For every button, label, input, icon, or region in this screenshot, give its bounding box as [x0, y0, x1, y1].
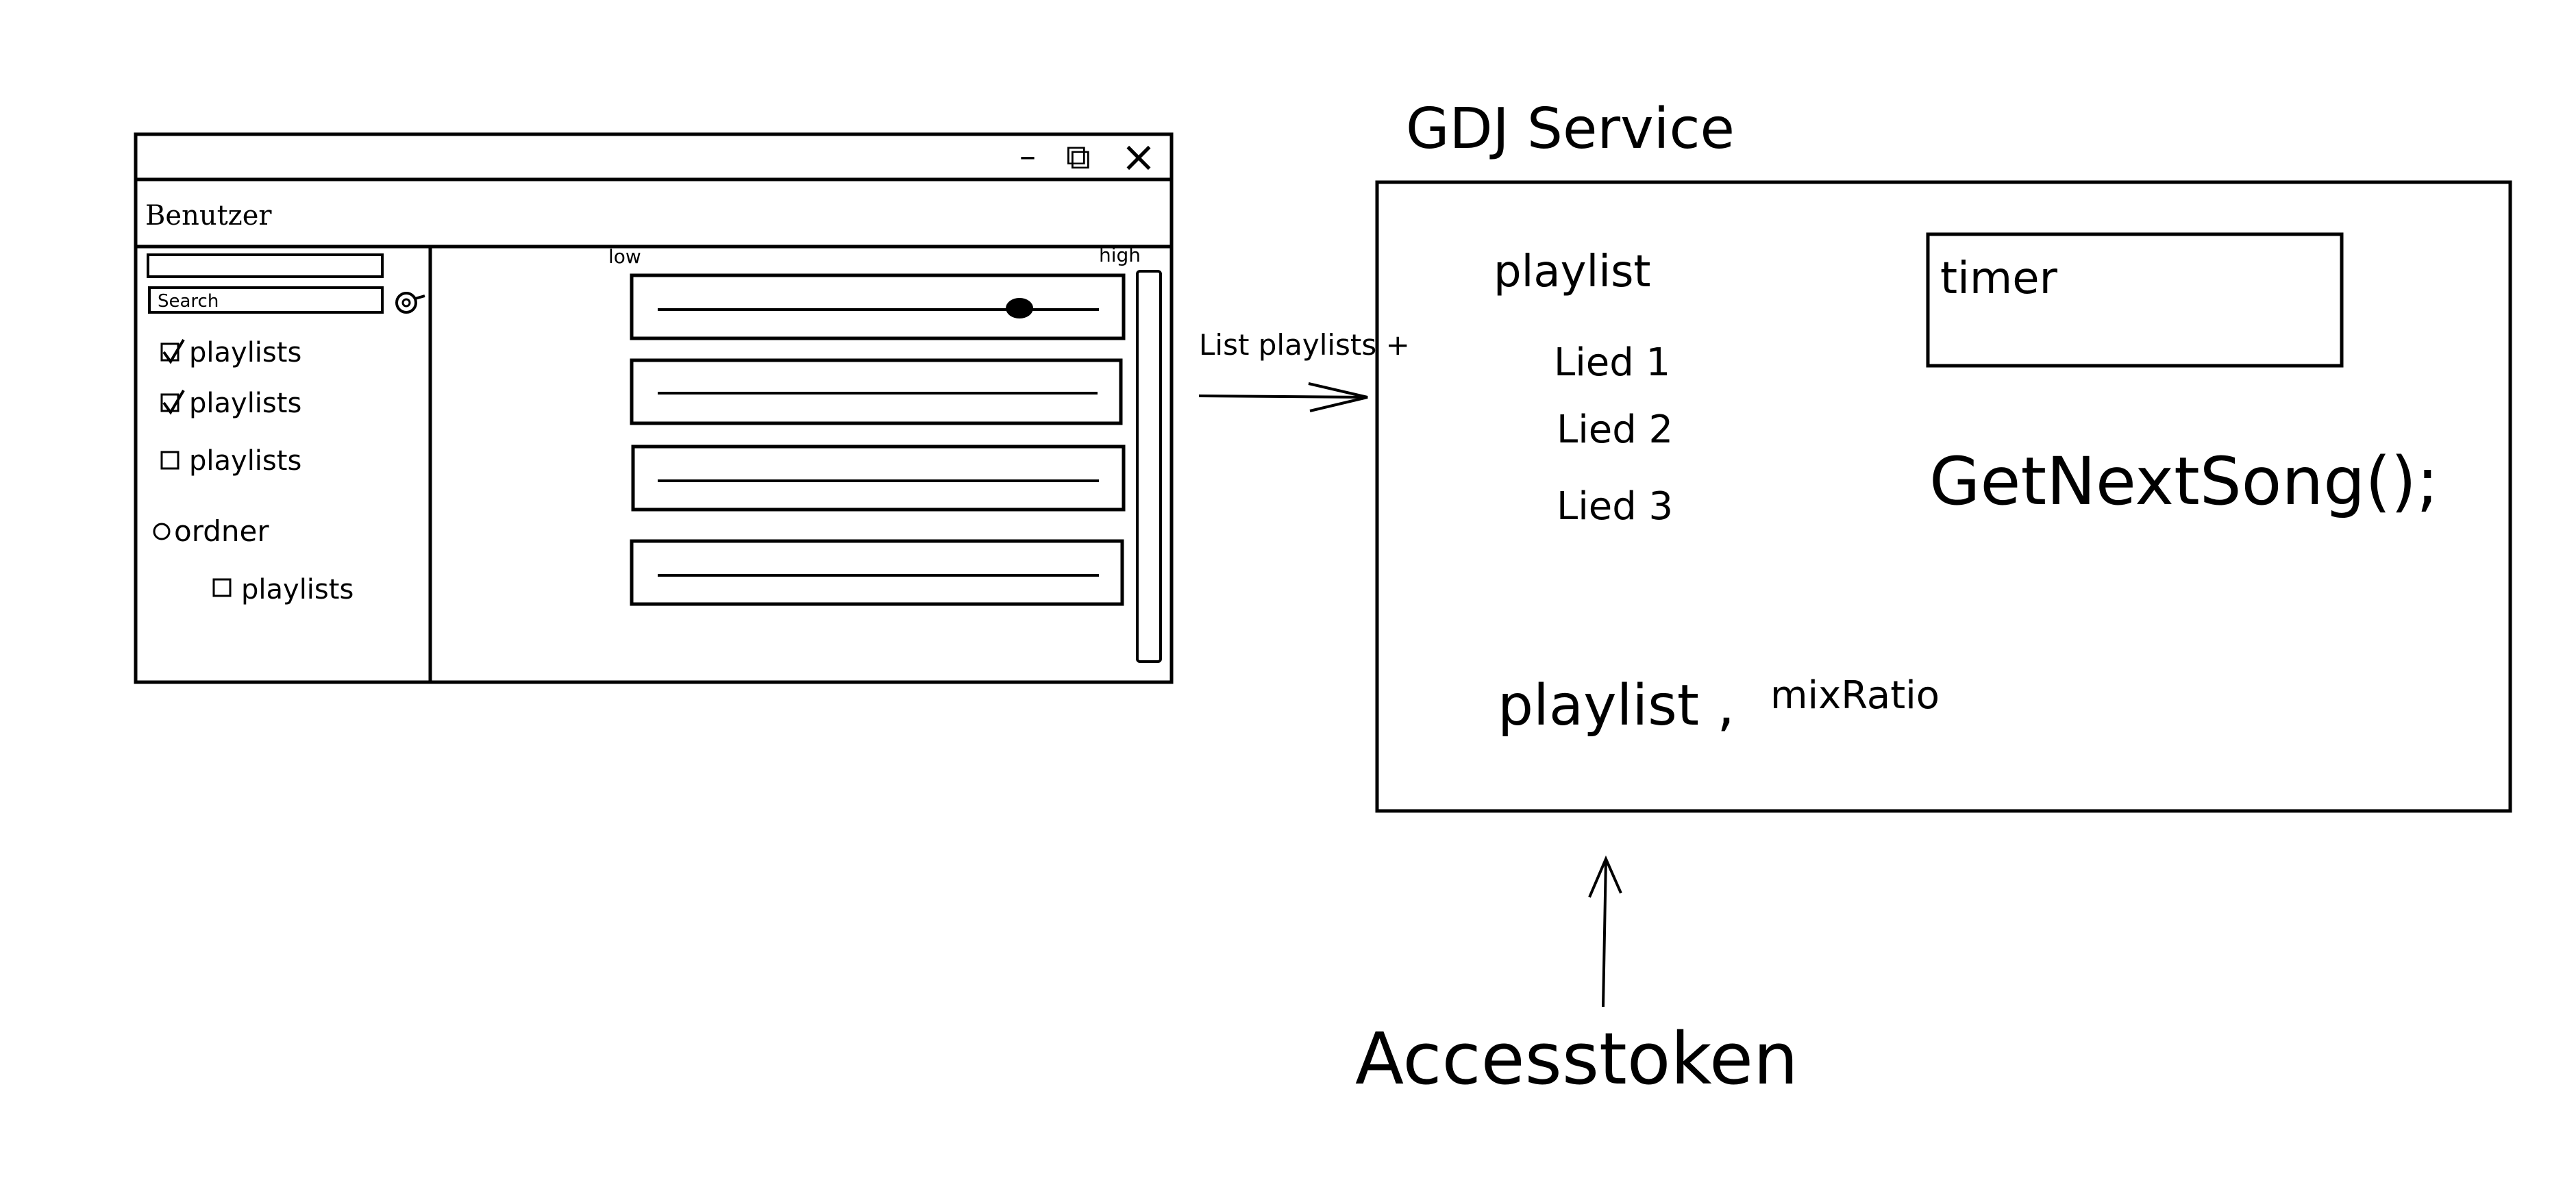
sidebar-subitem-playlists[interactable]: playlists [212, 574, 354, 605]
access-token-label: Accesstoken [1355, 1017, 1798, 1101]
checkbox[interactable] [212, 578, 232, 597]
folder-label: ordner [174, 514, 269, 548]
sidebar-item-label: playlists [241, 574, 354, 605]
minimize-icon[interactable]: – [1019, 137, 1036, 175]
service-box: GDJ Service playlist Lied 1 Lied 2 Lied … [1375, 97, 2512, 813]
search-placeholder: Search [158, 291, 219, 312]
restore-icon[interactable]: ⧉ [1066, 137, 1091, 177]
slider-handle[interactable] [1006, 298, 1034, 318]
checkbox[interactable] [160, 451, 179, 470]
access-token-arrow: Accesstoken [1355, 855, 1798, 1101]
list-playlists-arrow: List playlists + [1198, 328, 1410, 412]
playlist-item: Lied 2 [1557, 408, 1673, 452]
check-icon [162, 338, 185, 364]
method-call: GetNextSong(); [1929, 443, 2438, 520]
search-input[interactable] [148, 286, 384, 314]
check-icon [162, 389, 185, 415]
slider-row-1[interactable] [630, 273, 1126, 340]
slider-scale-high-label: high [1099, 244, 1141, 266]
timer-box [1926, 232, 2344, 368]
playlist-item: Lied 3 [1557, 484, 1673, 529]
sidebar-item-playlists-3[interactable]: playlists [160, 445, 301, 477]
timer-label: timer [1940, 253, 2058, 304]
service-title: GDJ Service [1406, 97, 1735, 162]
user-label: Benutzer [145, 200, 272, 231]
param-mix-ratio: mixRatio [1770, 673, 1940, 718]
param-playlist: playlist , [1498, 673, 1735, 738]
slider-scale-low-label: low [608, 245, 641, 268]
sidebar-item-playlists-2[interactable]: playlists [160, 388, 301, 419]
scrollbar[interactable] [1136, 270, 1162, 663]
sidebar-item-playlists-1[interactable]: playlists [160, 337, 301, 368]
search-icon[interactable] [395, 292, 425, 314]
sidebar-item-label: playlists [189, 388, 301, 419]
playlist-heading: playlist [1494, 247, 1651, 297]
window-frame [134, 132, 1174, 684]
close-icon[interactable]: × [1121, 132, 1156, 182]
arrow-label: List playlists + [1199, 328, 1410, 362]
sidebar-input-field[interactable] [147, 253, 384, 278]
slider-row-3[interactable] [631, 445, 1126, 512]
slider-row-2[interactable] [630, 358, 1123, 425]
slider-row-4[interactable] [630, 539, 1124, 606]
sidebar-item-label: playlists [189, 337, 301, 368]
app-window-mockup: – ⧉ × Benutzer Search playlists playlist… [134, 132, 1174, 684]
service-frame [1375, 180, 2512, 813]
playlist-item: Lied 1 [1554, 340, 1670, 385]
folder-radio-icon[interactable] [153, 523, 171, 540]
sidebar-item-label: playlists [189, 445, 301, 477]
sidebar-folder-ordner[interactable]: ordner [153, 514, 269, 548]
